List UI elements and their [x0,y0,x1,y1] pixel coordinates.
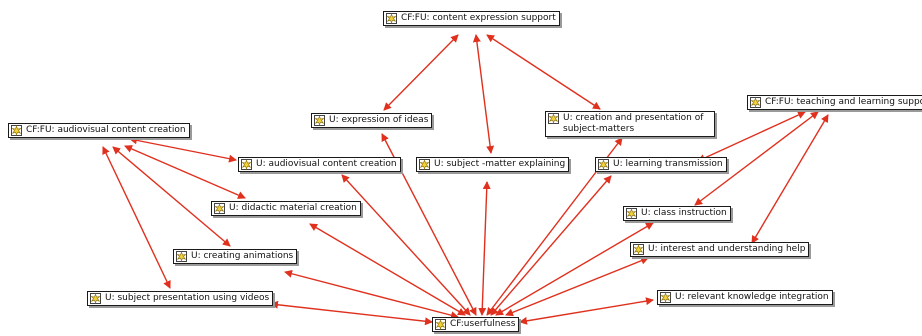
edge-usefulness-to-interest [505,256,649,317]
code-icon [314,115,325,126]
edge-content-expression-to-expression-of-ideas [383,34,459,111]
node-label: U: interest and understanding help [648,244,806,254]
node-label: CF:FU: teaching and learning support [765,97,922,107]
edge-content-expression-to-subject-matter [472,34,495,154]
node-usefulness[interactable]: CF:userfulness [432,317,520,332]
edge-usefulness-to-videos [270,300,433,326]
node-creation-and-presentation[interactable]: U: creation and presentation of subject-… [545,111,715,137]
node-content-expression-support[interactable]: CF:FU: content expression support [383,11,560,26]
code-family-icon [11,125,22,136]
node-relevant-knowledge-integration[interactable]: U: relevant knowledge integration [657,290,833,305]
code-icon [419,159,430,170]
node-label: U: creation and presentation of subject-… [563,113,704,134]
code-icon [176,251,187,262]
node-label: U: learning transmission [613,159,723,169]
node-interest-and-understanding-help[interactable]: U: interest and understanding help [630,242,810,257]
node-audiovisual-content-creation-family[interactable]: CF:FU: audiovisual content creation [8,123,190,138]
code-icon [626,208,637,219]
code-icon [241,159,252,170]
node-label: U: expression of ideas [329,115,429,125]
code-family-icon [435,319,446,330]
code-icon [660,292,671,303]
code-family-icon [386,13,397,24]
node-label: CF:FU: audiovisual content creation [26,125,186,135]
node-teaching-and-learning-support[interactable]: CF:FU: teaching and learning support [747,95,922,110]
node-audiovisual-content-creation[interactable]: U: audiovisual content creation [238,157,401,172]
edge-content-expression-to-creation-presentation [486,34,601,110]
node-learning-transmission[interactable]: U: learning transmission [595,157,727,172]
node-label: U: relevant knowledge integration [675,292,829,302]
node-label: CF:FU: content expression support [401,13,556,23]
node-creating-animations[interactable]: U: creating animations [173,249,298,264]
node-label: U: creating animations [191,251,294,261]
edge-usefulness-to-knowledge-integration [519,297,654,325]
node-class-instruction[interactable]: U: class instruction [623,206,731,221]
node-expression-of-ideas[interactable]: U: expression of ideas [311,113,433,128]
node-subject-matter-explaining[interactable]: U: subject -matter explaining [416,157,570,172]
edge-usefulness-to-class-instruction [495,222,654,316]
edge-usefulness-to-audiovisual-use [341,174,471,316]
code-icon [90,293,101,304]
edge-teaching-to-interest [751,114,829,244]
node-label: U: subject -matter explaining [434,159,566,169]
edge-usefulness-to-subject-matter [478,181,491,316]
node-label: U: class instruction [641,208,727,218]
node-label: U: audiovisual content creation [256,159,397,169]
code-icon [214,203,225,214]
node-didactic-material-creation[interactable]: U: didactic material creation [211,201,361,216]
edge-audiovisual-family-to-audiovisual-use [129,136,237,163]
edge-usefulness-to-animations [284,269,459,320]
node-label: U: didactic material creation [229,203,357,213]
edge-usefulness-to-didactic [309,223,466,316]
edge-audiovisual-family-to-animations [112,146,231,247]
code-icon [598,159,609,170]
edge-usefulness-to-learning-transmission [490,175,612,316]
node-subject-presentation-videos[interactable]: U: subject presentation using videos [87,291,274,306]
code-icon [548,113,559,124]
code-family-icon [750,97,761,108]
node-label: CF:userfulness [450,319,516,329]
node-label: U: subject presentation using videos [105,293,270,303]
code-icon [633,244,644,255]
edge-audiovisual-family-to-videos [102,146,171,289]
